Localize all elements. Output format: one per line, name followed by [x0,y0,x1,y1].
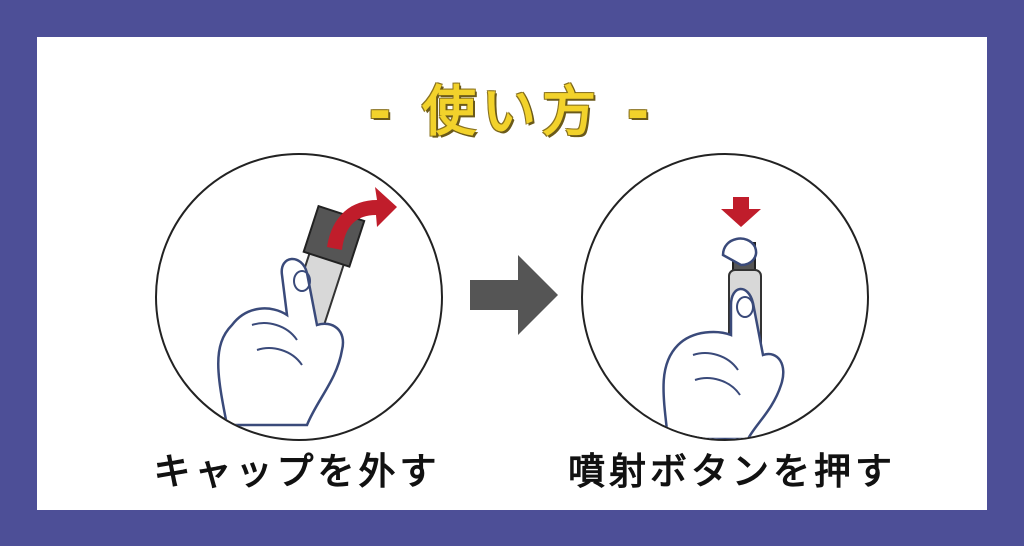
hand-removing-cap-icon [217,187,397,427]
page-title: - 使い方 - [368,80,656,143]
step-1-caption: キャップを外す [153,450,441,493]
step-2-caption: 噴射ボタンを押す [568,450,896,493]
hand-pressing-spray-icon [662,197,785,439]
next-step-arrow-icon [470,255,558,335]
step-1-illustration [155,153,443,441]
instruction-panel: - 使い方 - [37,37,987,510]
step-2-illustration [581,153,869,441]
